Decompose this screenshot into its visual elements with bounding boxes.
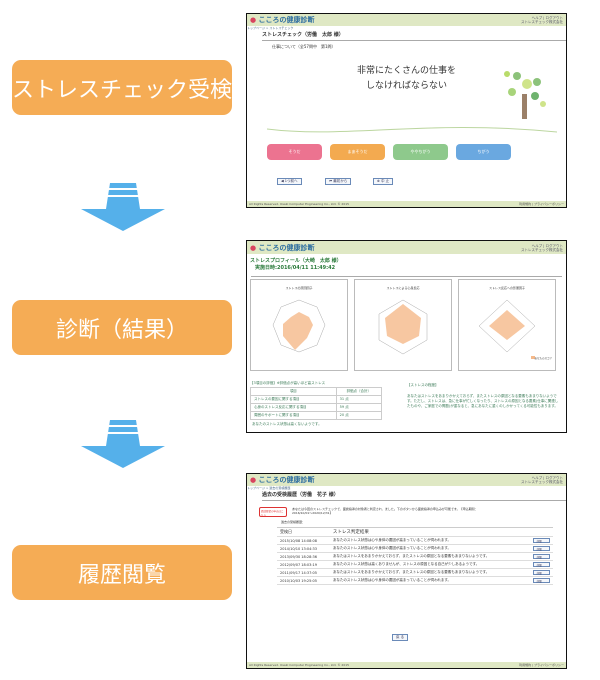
down-arrow-icon [81,183,165,231]
detail-button[interactable]: 詳細 [532,570,550,575]
tree-icon [504,71,546,119]
stress-summary: あなたのストレス状態は高くないようです。 [252,422,322,426]
degree-text: あなたはストレスをあまりかかえておらず、またストレスの原因となる要素もあまりない… [407,394,559,408]
page-title: ストレスチェック（労働 太郎 様） [262,32,344,38]
detail-button[interactable]: 詳細 [532,554,550,559]
question-text: 非常にたくさんの仕事をしなければならない [356,66,456,91]
detail-button[interactable]: 詳細 [532,578,550,583]
footer-links[interactable]: 利用規約 | プライバシーポリシー [519,202,564,206]
help-links[interactable]: ヘルプ | ログアウト [531,243,563,248]
previous-button[interactable]: ◀ 1つ前へ [277,178,302,185]
answer-button-no[interactable]: ちがう [456,144,511,160]
radar-chart-stress-causes: ストレスの原因因子 [250,279,348,371]
degree-heading: 【ストレスの程度】 [407,383,439,387]
evaluation-heading: 【3項目の評価】※評価点が高いほど高ストレス [250,381,326,385]
profile-title: ストレスプロフィール（大崎 太郎 様） [250,258,342,264]
help-links[interactable]: ヘルプ | ログアウト [531,476,563,480]
footer-links[interactable]: 利用規約 | プライバシーポリシー [519,663,564,667]
interview-request-button[interactable]: 面談要望の申込はこちら [259,507,287,517]
interview-notice: あなたは今回のストレスチェックで、面談指導の対象者と判定され、ました。下のボタン… [292,507,478,515]
answer-button-somewhat-no[interactable]: ややちがう [393,144,448,160]
detail-button[interactable]: 詳細 [532,546,550,551]
chart-legend: あなたのスコア [534,357,552,360]
detail-button[interactable]: 詳細 [532,562,550,567]
screenshot-history: ● こころの健康診断ヘルプ | ログアウトストレスチェック株式会社 トップページ… [246,473,567,669]
radar-chart-support-factors: ストレス反応への影響因子 あなたのスコア [458,279,556,371]
stop-button[interactable]: ⊗ 中 止 [373,178,394,185]
answer-button-yes[interactable]: そうだ [267,144,322,160]
answer-button-mostly-yes[interactable]: まあそうだ [330,144,385,160]
screenshot-diagnosis: ● こころの健康診断ヘルプ | ログアウトストレスチェック株式会社 ストレスプロ… [246,240,567,433]
detail-button[interactable]: 詳細 [532,538,550,543]
step-label-history: 履歴閲覧 [12,545,232,600]
down-arrow-icon [81,420,165,468]
screenshot-stress-check: ● こころの健康診断ヘルプ | ログアウトストレスチェック株式会社 トップページ… [246,13,567,208]
step-label-diagnosis: 診断（結果） [12,300,232,355]
restart-button[interactable]: ⏮ 最初から [325,178,352,185]
help-links[interactable]: ヘルプ | ログアウト [531,16,563,20]
history-heading: 過去の受検履歴： [281,520,306,524]
wave-divider [267,126,557,133]
page-title: 過去の受検履歴（労働 花子 様） [262,492,339,498]
app-logo: ● こころの健康診断 [250,16,315,24]
profile-date: 実施日時:2016/04/11 11:49:42 [255,265,336,271]
breadcrumb: トップページ > ストレスチェック [247,26,294,30]
app-logo: ● こころの健康診断 [250,476,315,484]
step-label-stress-check: ストレスチェック受検 [12,60,232,115]
question-progress: 仕事について（全57問中 第1問） [272,44,336,49]
back-button[interactable]: 戻 る [392,634,409,641]
radar-chart-stress-reactions: ストレスによる心身反応 [354,279,452,371]
app-logo: ● こころの健康診断 [250,243,315,252]
breadcrumb: トップページ > 過去の受検履歴 [247,486,291,490]
